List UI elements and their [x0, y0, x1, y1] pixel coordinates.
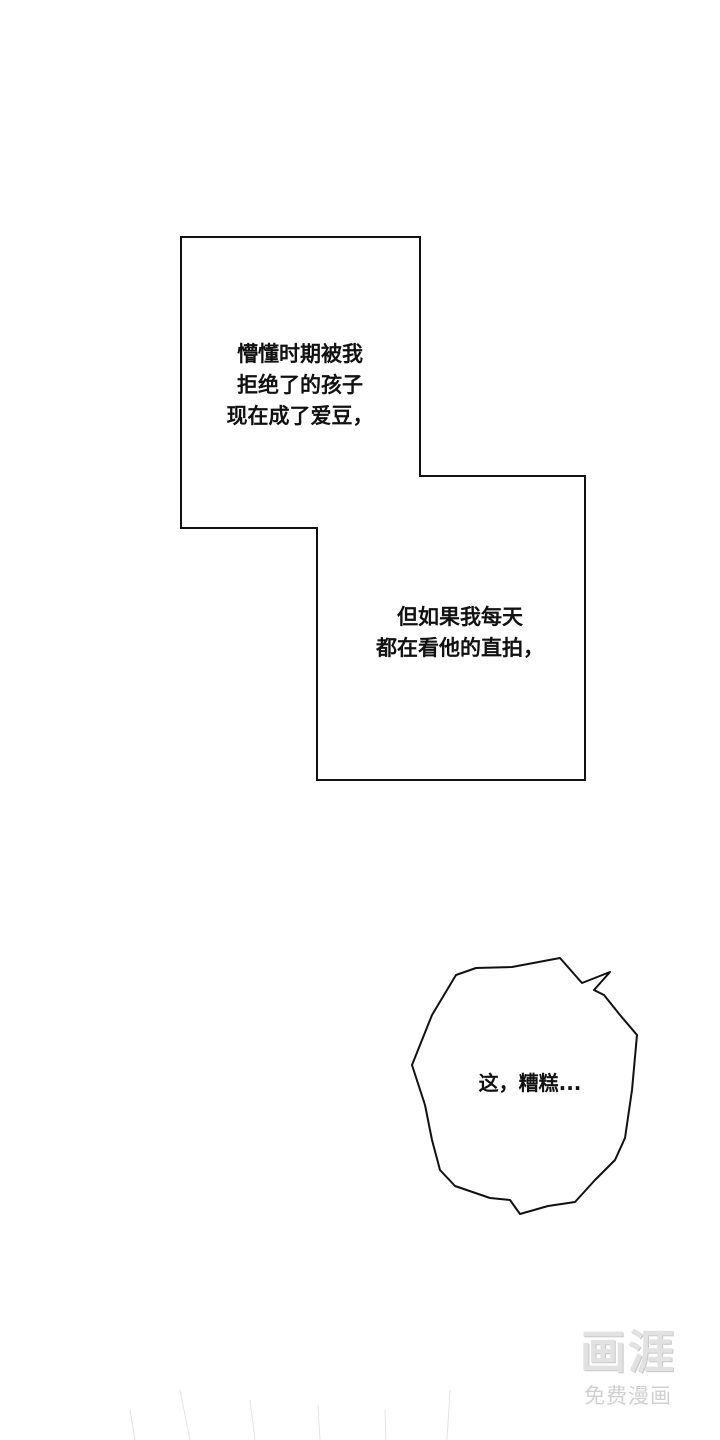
caption-line: 拒绝了的孩子 [237, 373, 363, 397]
narration-caption-2: 但如果我每天 都在看他的直拍， [350, 602, 570, 664]
caption-line: 现在成了爱豆， [226, 404, 374, 428]
thought-bubble-text: 这，糟糕... [478, 1071, 582, 1095]
watermark-subtitle: 免费漫画 [584, 1384, 672, 1408]
caption-line: 但如果我每天 [397, 605, 523, 629]
watermark-logo: 画涯 [580, 1325, 676, 1379]
watermark: 画涯 免费漫画 [568, 1322, 688, 1410]
caption-line: 懵懂时期被我 [237, 342, 363, 366]
caption-line: 都在看他的直拍， [376, 636, 544, 660]
thought-bubble-outline [411, 957, 638, 1215]
background-hatching [129, 1389, 451, 1440]
narration-caption-1: 懵懂时期被我 拒绝了的孩子 现在成了爱豆， [210, 339, 390, 432]
narration-box-outline [180, 236, 586, 781]
